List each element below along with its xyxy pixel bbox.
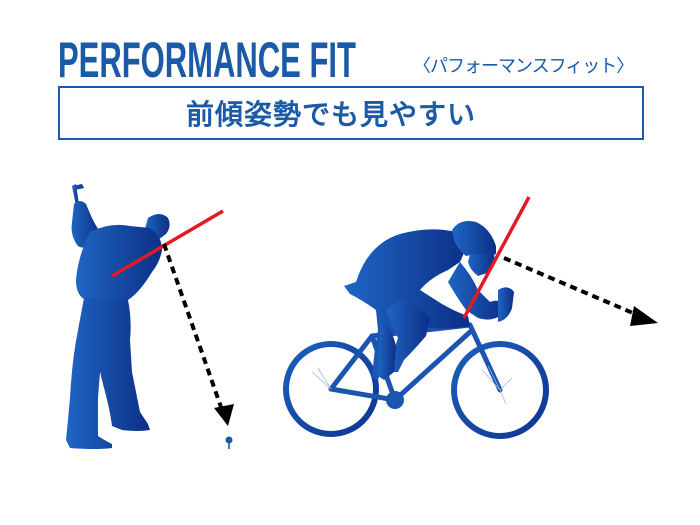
tagline-text: 前傾姿勢でも見やすい [185, 98, 476, 131]
cyclist-lens-line [462, 196, 531, 319]
golfer-gaze-arrow-icon [162, 243, 234, 426]
cyclist-silhouette-icon [344, 221, 514, 380]
product-title: PERFORMANCE FIT [58, 32, 356, 88]
product-subtitle-katakana: 〈パフォーマンスフィット〉 [413, 56, 634, 77]
cyclist-gaze-arrow-icon [503, 256, 658, 326]
golfer-lens-line [111, 209, 224, 278]
golfer-silhouette-icon [66, 184, 170, 449]
golf-tee-icon [225, 436, 233, 449]
tagline-box: 前傾姿勢でも見やすい [58, 86, 644, 140]
